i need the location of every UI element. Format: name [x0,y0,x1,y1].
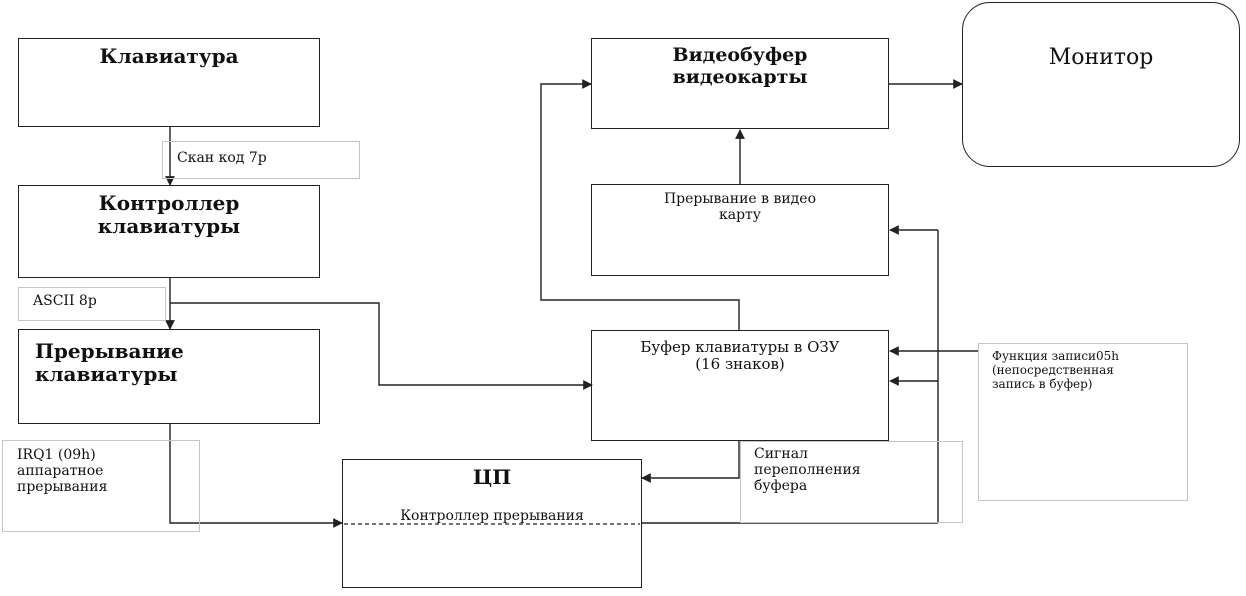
irq-label: IRQ1 (09h) аппаратное прерывания [17,447,108,496]
scan-code-label-box: Скан код 7р [162,141,360,179]
video-buffer-block: Видеобуфер видеокарты [591,38,889,129]
arrow-buffer-to-videobuffer [540,79,740,330]
keyboard-controller-title: Контроллер клавиатуры [97,191,241,238]
overflow-label: Сигнал переполнения буфера [754,446,861,495]
monitor-block: Монитор [962,2,1240,167]
keyboard-interrupt-block: Прерывание клавиатуры [18,329,320,424]
arrow-ascii-to-buffer [170,302,593,390]
write-function-label-box: Функция записи05h (непосредственная запи… [978,343,1188,501]
cpu-title: ЦП [472,465,512,489]
arrow-overflow-to-cpu [641,441,740,483]
keyboard-buffer-block: Буфер клавиатуры в ОЗУ (16 знаков) [591,330,889,441]
ascii-label: ASCII 8р [33,293,97,309]
keyboard-block: Клавиатура [18,38,320,127]
ascii-label-box: ASCII 8р [18,287,166,321]
write-function-label: Функция записи05h (непосредственная запи… [992,349,1120,391]
video-interrupt-block: Прерывание в видео карту [591,184,889,276]
keyboard-interrupt-title: Прерывание клавиатуры [35,339,184,386]
monitor-title: Монитор [1048,45,1154,70]
irq-label-box: IRQ1 (09h) аппаратное прерывания [2,440,200,532]
keyboard-controller-block: Контроллер клавиатуры [18,185,320,278]
scan-code-label: Скан код 7р [177,150,267,166]
arrow-irq-to-cpu [169,424,343,528]
overflow-label-box: Сигнал переполнения буфера [740,441,963,523]
video-buffer-title: Видеобуфер видеокарты [672,44,808,88]
keyboard-buffer-title: Буфер клавиатуры в ОЗУ (16 знаков) [640,338,840,374]
cpu-block: ЦП Контроллер прерывания [342,459,642,588]
interrupt-controller-label: Контроллер прерывания [400,508,584,524]
keyboard-title: Клавиатура [99,44,239,68]
video-interrupt-title: Прерывание в видео карту [663,191,817,224]
